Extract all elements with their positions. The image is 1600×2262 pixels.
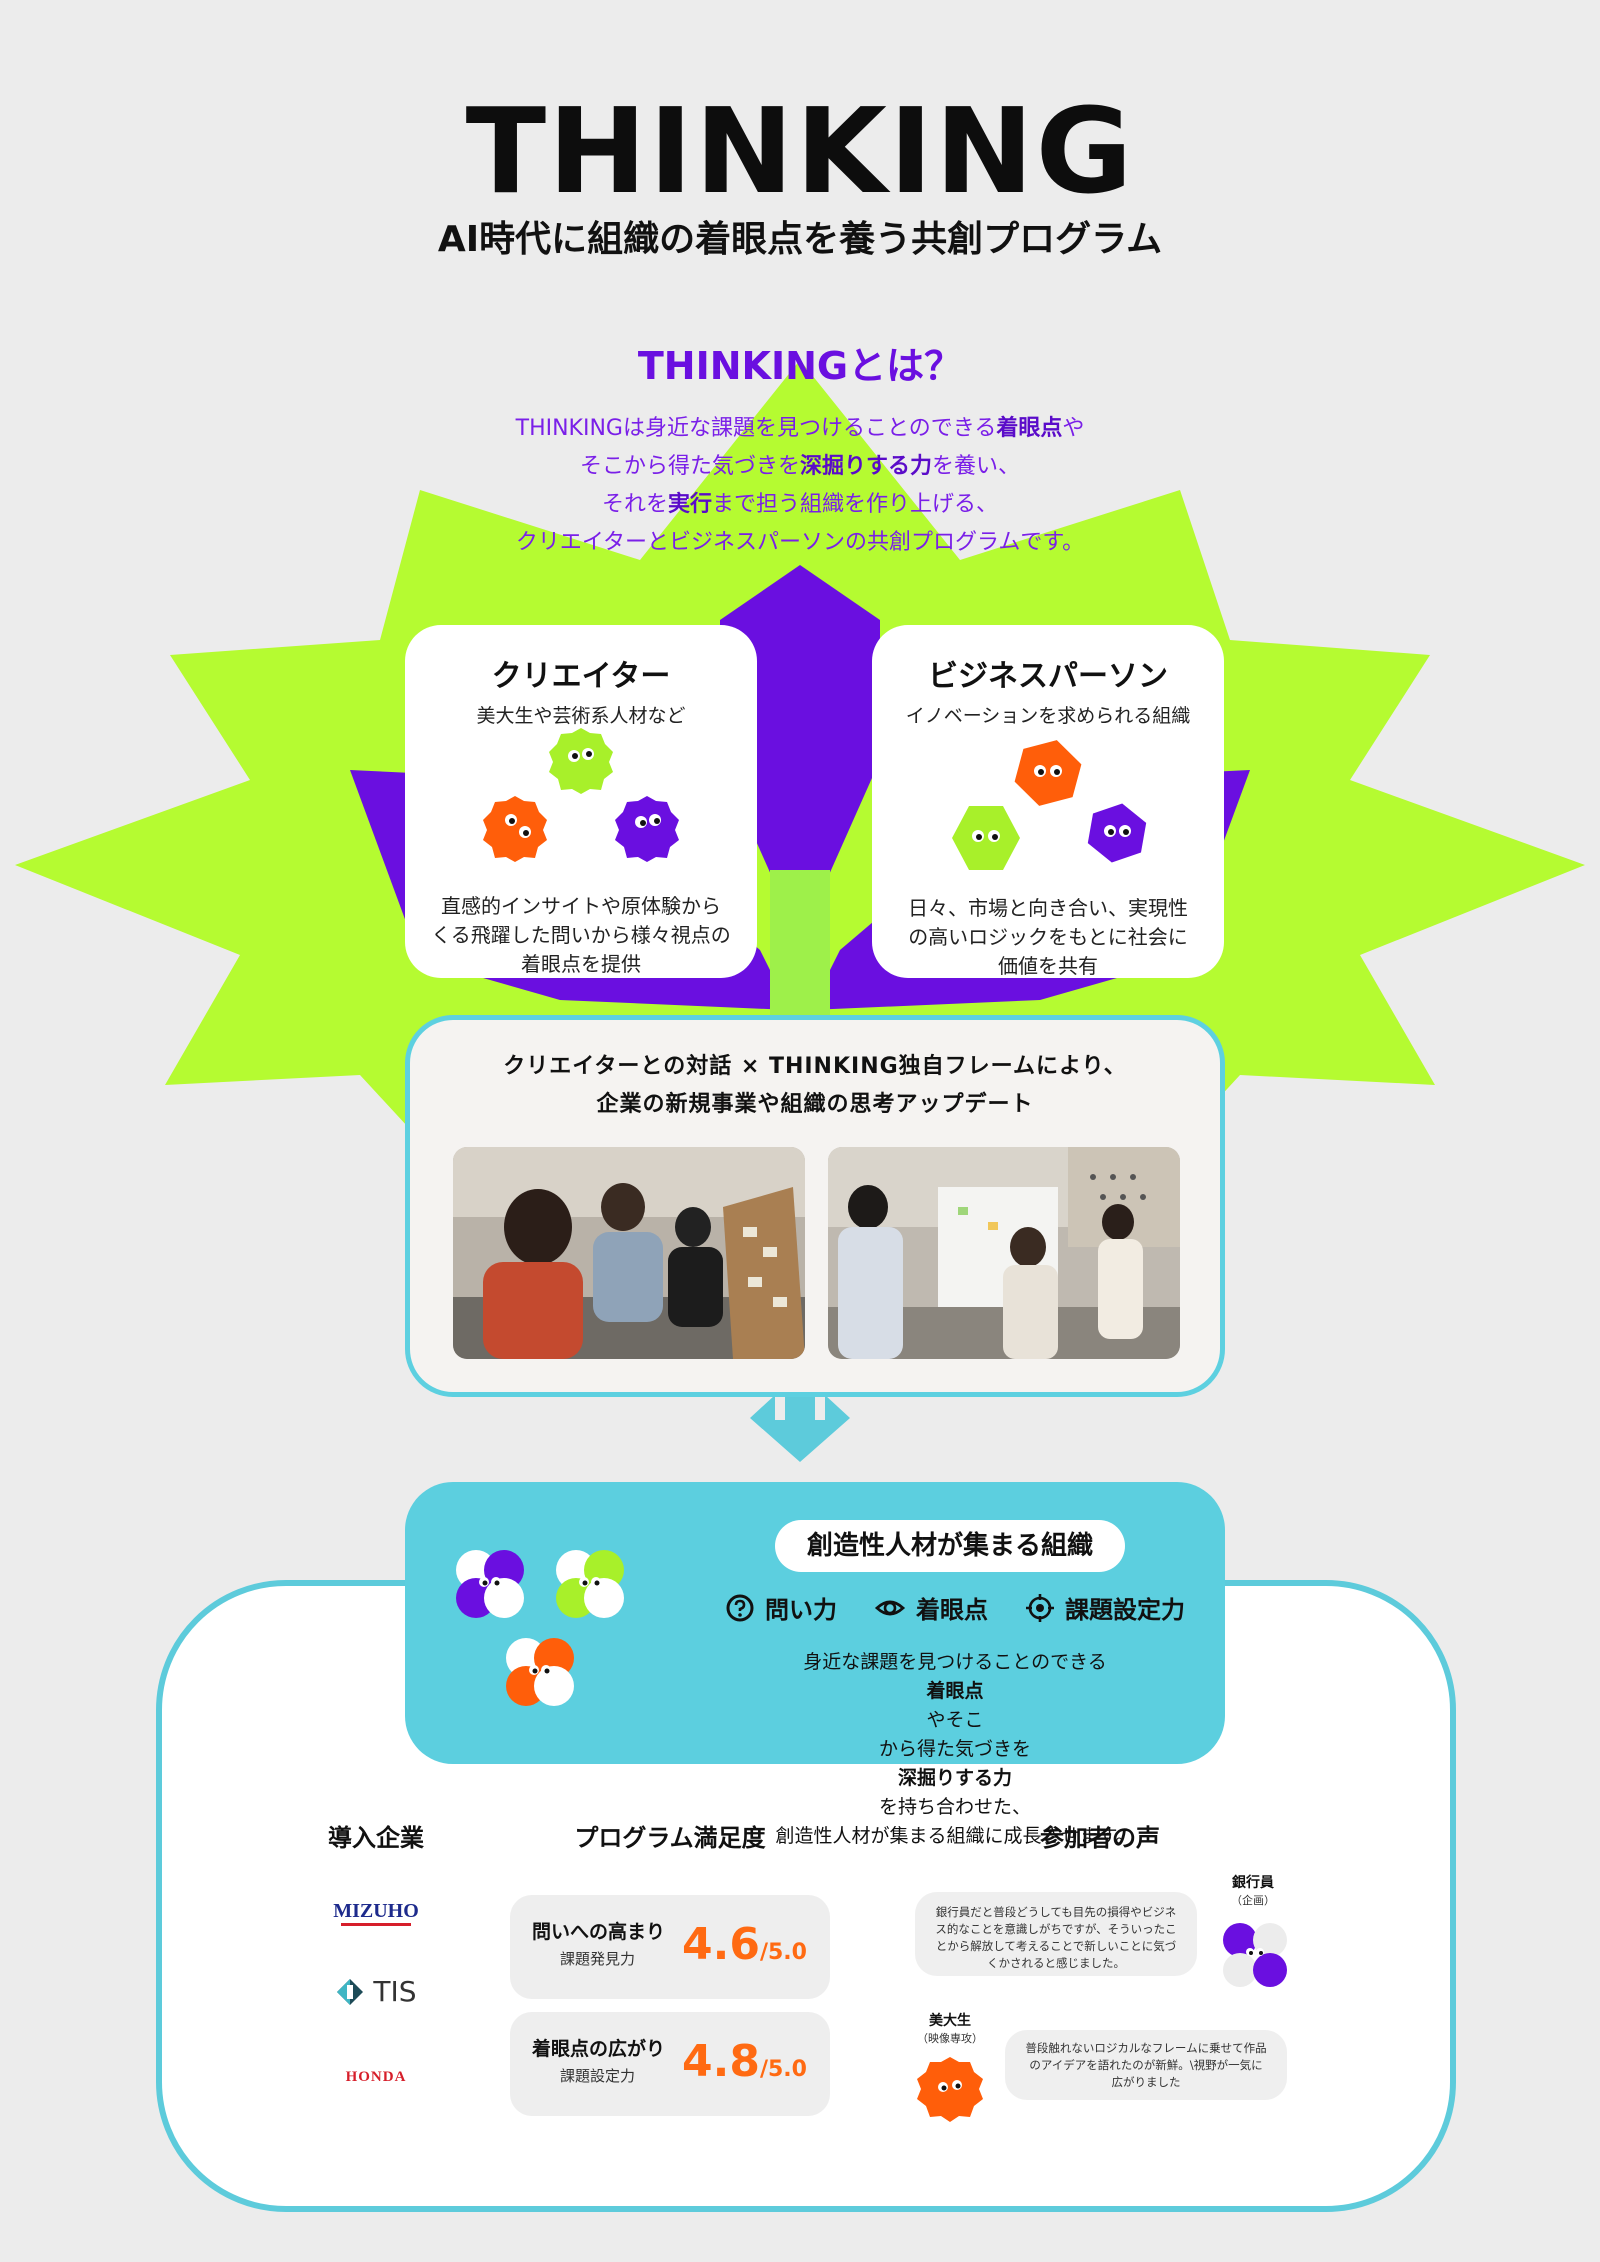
score-card-viewpoint: 着眼点の広がり 課題設定力 4.8/5.0: [510, 2012, 830, 2116]
business-title: ビジネスパーソン: [928, 659, 1168, 694]
ability-viewpoint: 着眼点: [874, 1590, 988, 1625]
banker-character-icon: [1223, 1923, 1287, 1987]
abilities-row: 問い力 着眼点 課題設定力: [725, 1590, 1185, 1625]
student-character-icon: [917, 2057, 983, 2122]
score-card-question: 問いへの高まり 課題発見力 4.6/5.0: [510, 1895, 830, 1999]
creator-title: クリエイター: [491, 659, 671, 694]
question-icon: [726, 1594, 754, 1621]
voice-who-student: 美大生: [929, 2013, 971, 2029]
satisfaction-title: プログラム満足度: [574, 1824, 766, 1852]
business-sub: イノベーションを求められる組織: [905, 705, 1191, 727]
organization-pill: 創造性人材が集まる組織: [775, 1520, 1125, 1572]
ability-question: 問い力: [725, 1590, 837, 1625]
target-icon: [1026, 1593, 1054, 1622]
score-max: /5.0: [759, 2057, 807, 2082]
dialogue-heading: クリエイターとの対話 × THINKING独自フレームにより、 企業の新規事業や…: [503, 1054, 1127, 1117]
honda-logo: HONDA: [345, 2069, 407, 2085]
creator-characters-icon: [483, 728, 679, 862]
business-desc: 日々、市場と向き合い、実現性 の高いロジックをもとに社会に 価値を共有: [908, 896, 1188, 978]
about-text: THINKINGは身近な課題を見つけることのできる着眼点や そこから得た気づきを…: [0, 410, 1600, 562]
organization-desc: 身近な課題を見つけることのできる着眼点やそこ から得た気づきを深掘りする力を持ち…: [775, 1651, 1135, 1847]
about-line: それを実行まで担う組織を作り上げる、: [601, 492, 999, 517]
page-subtitle: AI時代に組織の着眼点を養う共創プログラム: [437, 219, 1163, 260]
tis-logo: TIS: [296, 1975, 456, 2008]
about-line: THINKINGは身近な課題を見つけることのできる着眼点や: [515, 416, 1085, 441]
eye-icon: [874, 1600, 906, 1615]
creator-sub: 美大生や芸術系人材など: [476, 705, 686, 727]
arrow-head: [750, 1395, 850, 1462]
about-title: THINKINGとは？: [637, 344, 963, 388]
creator-card: クリエイター 美大生や芸術系人材など 直感的インサイトや原体験から くる飛躍した…: [405, 625, 757, 978]
business-card: ビジネスパーソン イノベーションを求められる組織 日々、市場と向き合い、実現性 …: [872, 625, 1224, 978]
business-characters-icon: [952, 740, 1147, 870]
flower-characters-icon: [456, 1550, 624, 1706]
purple-leaf-center: [720, 565, 880, 940]
voice-role-banker: （企画）: [1231, 1894, 1275, 1907]
score-value: 4.8: [682, 2036, 760, 2087]
score-max: /5.0: [759, 1940, 807, 1965]
tis-mark-icon: [337, 1978, 364, 2005]
voice-who-banker: 銀行員: [1232, 1875, 1274, 1891]
score-label: 問いへの高まり: [532, 1921, 666, 1943]
lime-stem: [770, 870, 830, 1040]
voice-bubble-banker: 銀行員だと普段どうしても目先の損得やビジネ ス的なことを意識しがちですが、そうい…: [915, 1892, 1197, 1976]
workshop-photo-2: [828, 1147, 1180, 1359]
creator-desc: 直感的インサイトや原体験から くる飛躍した問いから様々視点の 着眼点を提供: [431, 894, 731, 976]
score-sub: 課題設定力: [560, 2067, 636, 2085]
voice-role-student: （映像専攻）: [917, 2032, 983, 2045]
voice-bubble-student: 普段触れないロジカルなフレームに乗せて作品 のアイデアを語れたのが新鮮。\視野が…: [1005, 2030, 1287, 2100]
score-sub: 課題発見力: [560, 1950, 636, 1968]
about-line: そこから得た気づきを深掘りする力を養い、: [579, 454, 1021, 479]
score-value: 4.6: [682, 1919, 760, 1970]
thinking-logo: THINKING: [465, 82, 1135, 220]
voices-title: 参加者の声: [1040, 1824, 1160, 1852]
workshop-photo-1: [453, 1147, 805, 1359]
dialogue-frame: クリエイターとの対話 × THINKING独自フレームにより、 企業の新規事業や…: [405, 1015, 1225, 1397]
mizuho-logo: MIZUHO: [296, 1900, 456, 1926]
score-label: 着眼点の広がり: [532, 2038, 666, 2060]
companies-title: 導入企業: [328, 1824, 424, 1852]
about-line: クリエイターとビジネスパーソンの共創プログラムです。: [515, 530, 1085, 555]
ability-issue-setting: 課題設定力: [1025, 1590, 1185, 1625]
organization-panel: 創造性人材が集まる組織 問い力 着眼点 課題設定力 身近な課題を見つけることので…: [405, 1482, 1225, 1847]
